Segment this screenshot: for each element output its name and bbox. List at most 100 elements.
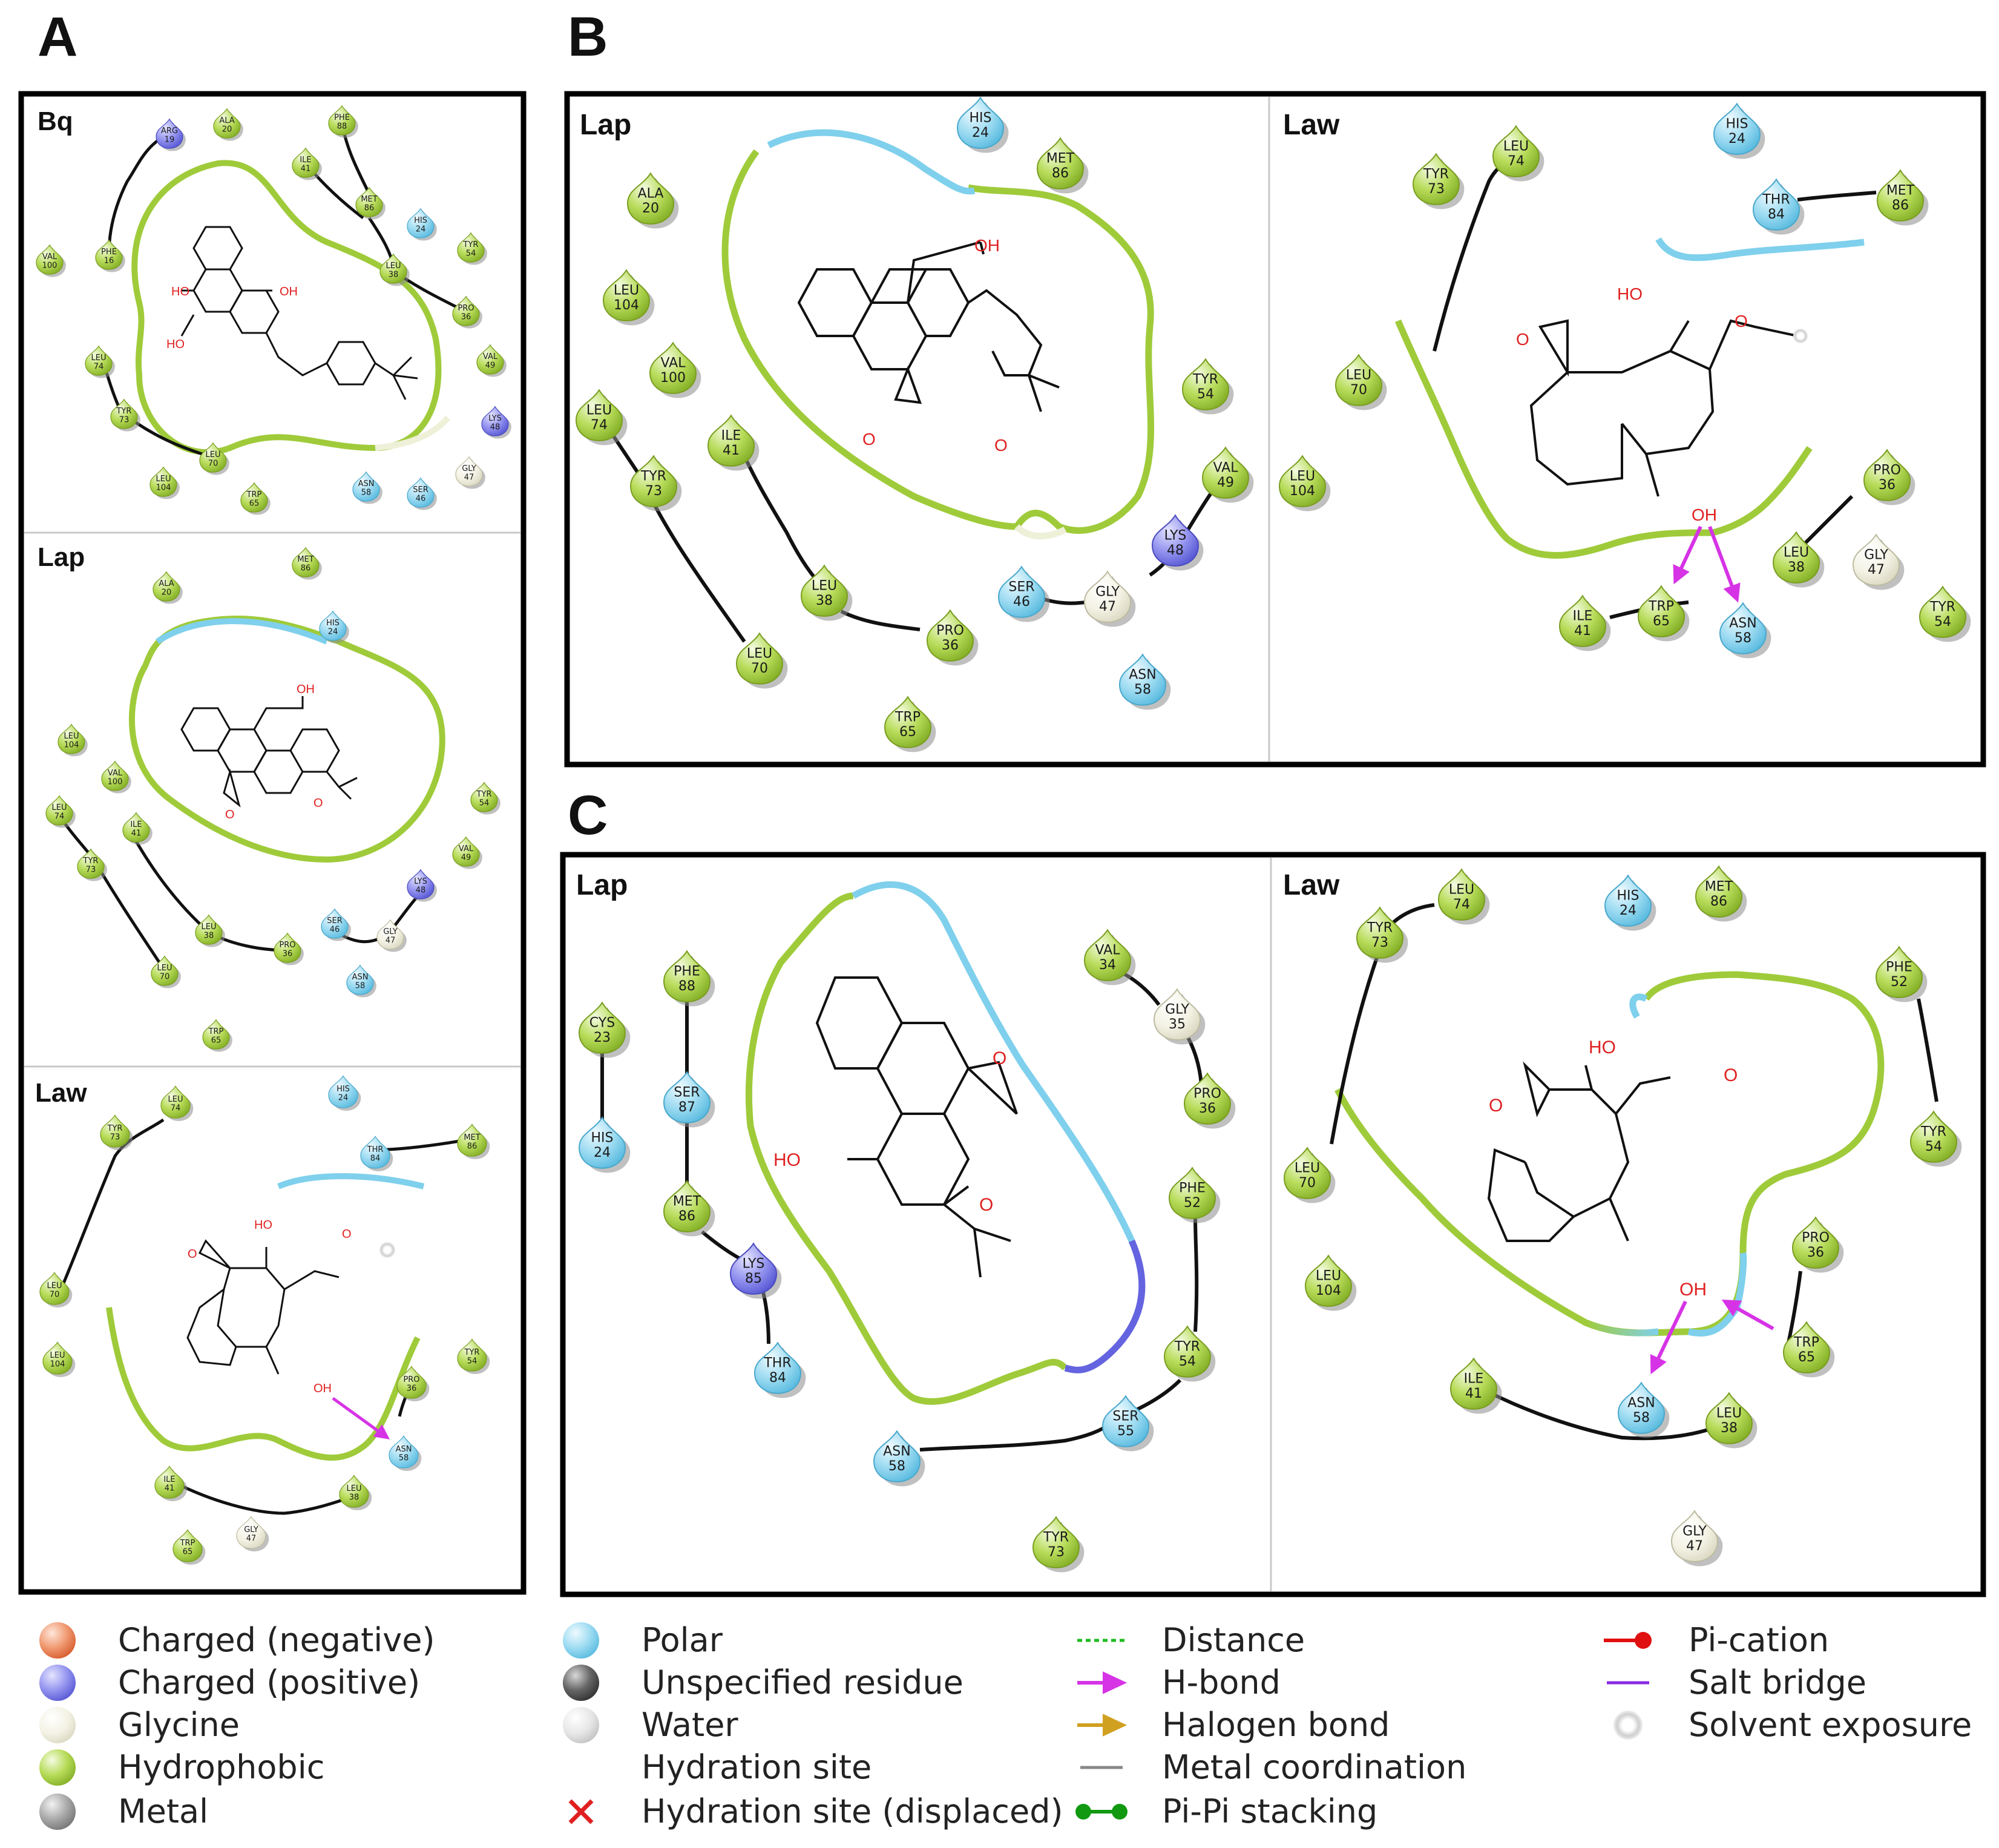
legend-label: Pi-Pi stacking [1162, 1792, 1377, 1830]
residue-name: SER [1008, 580, 1034, 595]
residue-name: PRO [279, 941, 295, 950]
pocket-contour-charged [1064, 1239, 1146, 1373]
legend-sphere-icon [563, 1707, 599, 1743]
panel-a-frame [18, 91, 527, 1595]
residue-number: 74 [54, 812, 65, 821]
residue-name: HIS [970, 111, 992, 126]
residue-number: 38 [204, 931, 214, 940]
residue-name: LEU [1716, 1406, 1742, 1421]
residue-marker [470, 781, 498, 812]
residue-name: HIS [336, 1085, 350, 1094]
residue-marker [1304, 1254, 1353, 1307]
legend-sphere-icon [39, 1707, 76, 1743]
pocket-contour-polar [767, 129, 976, 195]
legend-label: Water [642, 1706, 738, 1744]
residue-name: SER [413, 485, 428, 495]
residue-number: 73 [1048, 1545, 1065, 1560]
residue-number: 104 [156, 483, 171, 492]
residue-marker [457, 232, 485, 263]
residue-name: ILE [130, 820, 142, 829]
residue-number: 38 [1788, 560, 1805, 575]
residue-number: 65 [1798, 1350, 1815, 1365]
residue-name: PRO [1193, 1087, 1221, 1102]
residue-number: 41 [131, 829, 142, 838]
panel-letter-b: B [568, 6, 608, 68]
residue-marker [153, 571, 180, 602]
residue-number: 86 [1052, 166, 1069, 181]
residue-name: SER [674, 1085, 700, 1100]
residue-number: 65 [211, 1036, 222, 1045]
residue-marker [328, 1075, 358, 1108]
atom-label: HO [166, 338, 185, 351]
residue-name: LEU [1784, 545, 1809, 561]
residue-name: LYS [1164, 528, 1187, 544]
pocket-contour [745, 892, 1068, 1405]
residue-name: LEU [206, 450, 221, 459]
legend-dumbbell-icon [1075, 1804, 1128, 1820]
residue-number: 73 [86, 865, 96, 874]
residue-name: MET [361, 195, 377, 204]
residue-name: THR [367, 1145, 384, 1154]
residue-marker [57, 723, 85, 754]
subpanel-a1-bq: HO OH HO [101, 120, 461, 459]
residue-marker [213, 108, 241, 139]
residue-name: HIS [326, 619, 340, 628]
legend-cross-icon [568, 1799, 594, 1824]
residue-marker [199, 442, 227, 473]
legend-item: Hydration site [642, 1748, 871, 1786]
residue-marker [407, 869, 435, 899]
residue-number: 54 [467, 1356, 478, 1366]
residue-number: 49 [1217, 475, 1234, 490]
residue-name: TYR [116, 407, 132, 416]
atom-label: O [313, 797, 323, 810]
residue-name: TYR [464, 1348, 480, 1357]
residue-name: MET [673, 1194, 701, 1209]
residue-name: ILE [163, 1475, 175, 1484]
residue-number: 86 [678, 1209, 695, 1224]
atom-label: OH [974, 236, 1000, 255]
residue-number: 86 [1892, 198, 1909, 213]
atom-label: O [862, 430, 876, 449]
residue-marker [355, 186, 383, 217]
residue-marker [274, 932, 301, 963]
legend-sphere-icon [563, 1622, 599, 1659]
residue-number: 73 [1371, 935, 1388, 950]
residue-marker [578, 1001, 626, 1054]
residue-number: 41 [301, 164, 311, 173]
residue-name: TYR [1423, 167, 1449, 182]
residue-name: LYS [743, 1257, 765, 1272]
residue-marker [396, 1366, 427, 1399]
residue-number: 55 [1117, 1424, 1134, 1439]
residue-marker [1705, 1392, 1753, 1444]
residue-number: 74 [591, 418, 608, 433]
residue-marker [1719, 602, 1767, 654]
ligand-structure [815, 976, 1018, 1278]
residue-number: 20 [642, 201, 659, 216]
residue-number: 38 [389, 270, 399, 279]
residue-name: GLY [1165, 1002, 1189, 1018]
residue-number: 41 [1465, 1386, 1482, 1401]
pocket-contour-polar [852, 881, 1135, 1243]
residue-name: LEU [1503, 139, 1529, 154]
residue-name: HIS [1726, 117, 1748, 132]
atom-label: HO [1589, 1037, 1616, 1057]
